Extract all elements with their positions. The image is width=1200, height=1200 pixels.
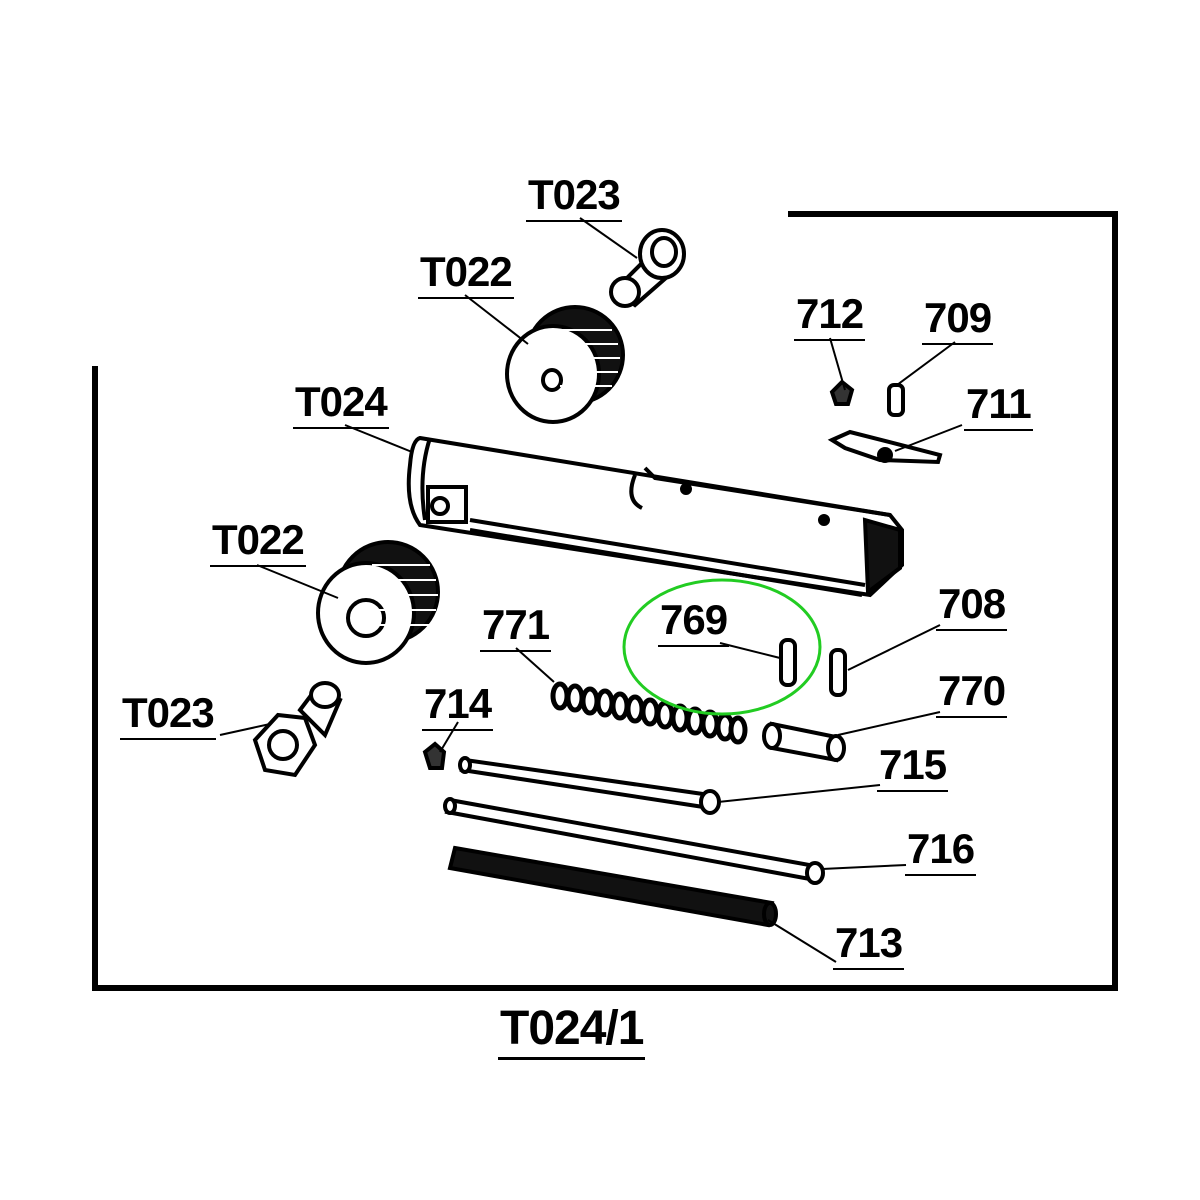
label-t022-bottom: T022	[210, 519, 306, 567]
label-t022-top: T022	[418, 251, 514, 299]
screw-t023-bottom	[252, 681, 343, 778]
label-t023-top: T023	[526, 174, 622, 222]
label-709: 709	[922, 297, 994, 345]
knurled-wheel-t022-bottom	[316, 540, 440, 665]
screw-t023-top	[609, 228, 686, 308]
label-t023-bottom: T023	[120, 692, 216, 740]
label-771: 771	[480, 604, 552, 652]
label-712: 712	[794, 293, 866, 341]
knurled-wheel-t022-top	[505, 305, 625, 424]
rod-716	[443, 797, 825, 885]
lever-711	[827, 429, 943, 465]
label-708: 708	[936, 583, 1008, 631]
highlight-ring-769	[622, 578, 822, 716]
label-711: 711	[964, 383, 1033, 431]
pin-708	[829, 648, 847, 697]
label-714: 714	[422, 683, 494, 731]
label-t024: T024	[293, 381, 389, 429]
rod-715	[458, 756, 721, 815]
set-screw-714	[422, 741, 447, 770]
label-769: 769	[658, 599, 730, 647]
assembly-label: T024/1	[498, 1005, 646, 1060]
label-713: 713	[833, 922, 905, 970]
small-part-712	[829, 379, 855, 406]
threaded-rod-713	[447, 845, 778, 928]
label-715: 715	[877, 744, 949, 792]
label-770: 770	[936, 670, 1008, 718]
label-716: 716	[905, 828, 977, 876]
leader-lines	[219, 217, 963, 963]
assembly-frame	[92, 211, 1118, 991]
pin-709	[887, 383, 905, 417]
pin-769	[779, 638, 797, 687]
bushing-770	[762, 721, 846, 763]
spring-771	[550, 681, 748, 745]
main-body-t024	[406, 435, 904, 598]
